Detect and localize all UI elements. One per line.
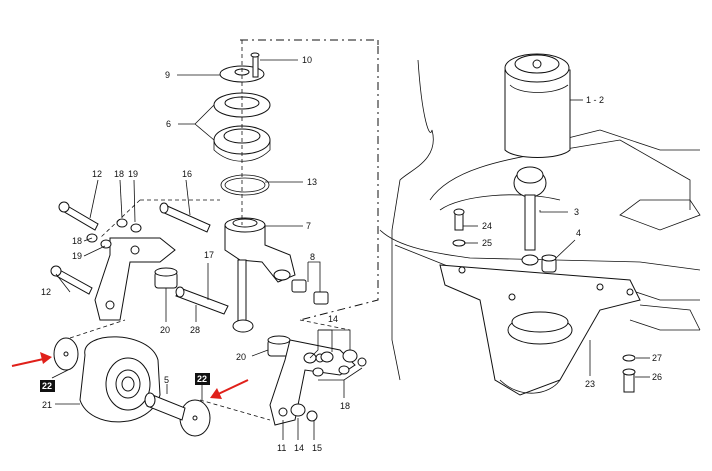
callout-20-left: 20 [160,325,170,335]
callout-20-right: 20 [236,352,246,362]
callout-9: 9 [165,70,170,80]
callout-5: 5 [164,375,169,385]
callout-24: 24 [482,221,492,231]
bolt-12-bottom [50,265,93,295]
callout-21: 21 [42,400,52,410]
snap-ring-13 [220,174,270,196]
callout-22-left-box: 22 [40,380,55,392]
leader-lines [51,59,650,440]
washer-22-left [53,337,79,371]
callout-14-top: 14 [328,314,338,324]
bolt-12-top [58,201,99,231]
caster-bracket [439,264,641,396]
callout-12-top: 12 [92,169,102,179]
callout-labels: 1 - 2 3 4 5 6 7 8 9 10 11 12 12 13 14 14… [41,55,662,453]
callout-3: 3 [574,207,579,217]
callout-18-bottom: 18 [340,401,350,411]
dashed-frame-outline [240,39,379,321]
bushing-4 [541,254,557,273]
callout-4: 4 [576,228,581,238]
wheel-21 [79,336,161,423]
rod-17 [232,259,254,333]
callout-17: 17 [204,250,214,260]
spacer-20-left [154,267,178,289]
callout-12-bottom: 12 [41,287,51,297]
red-arrows [11,352,249,399]
callout-19-top: 19 [128,169,138,179]
callout-7: 7 [306,221,311,231]
washer-22-right [179,399,211,437]
callout-28: 28 [190,325,200,335]
callout-22-left: 22 [42,381,52,391]
callout-14-bottom: 14 [294,443,304,453]
bolt-26 [622,354,636,393]
alignment-lines [69,40,351,421]
callout-13: 13 [307,177,317,187]
callout-16: 16 [182,169,192,179]
pin-16 [159,202,211,233]
callout-25: 25 [482,238,492,248]
spacers-8 [291,279,329,305]
callout-23: 23 [585,379,595,389]
callout-19-left: 19 [72,251,82,261]
callout-1-2: 1 - 2 [586,95,604,105]
callout-8: 8 [310,252,315,262]
rod-28 [175,286,229,315]
bolt-24 [452,208,466,247]
callout-18-top: 18 [114,169,124,179]
spacer-20-right [267,335,291,357]
nut-18-top [86,218,142,249]
callout-6: 6 [166,119,171,129]
callout-26: 26 [652,372,662,382]
callout-27: 27 [652,353,662,363]
callout-15: 15 [312,443,322,453]
side-plate-left [94,237,176,321]
callout-10: 10 [302,55,312,65]
callout-22-right: 22 [197,374,207,384]
spring-rod [513,166,547,266]
fork-7 [224,217,296,283]
callout-11: 11 [277,443,286,453]
plate-9 [219,52,265,83]
axle-5 [144,392,186,421]
shock-absorber [504,53,571,158]
callout-18-left: 18 [72,236,82,246]
callout-22-right-box: 22 [195,373,210,385]
